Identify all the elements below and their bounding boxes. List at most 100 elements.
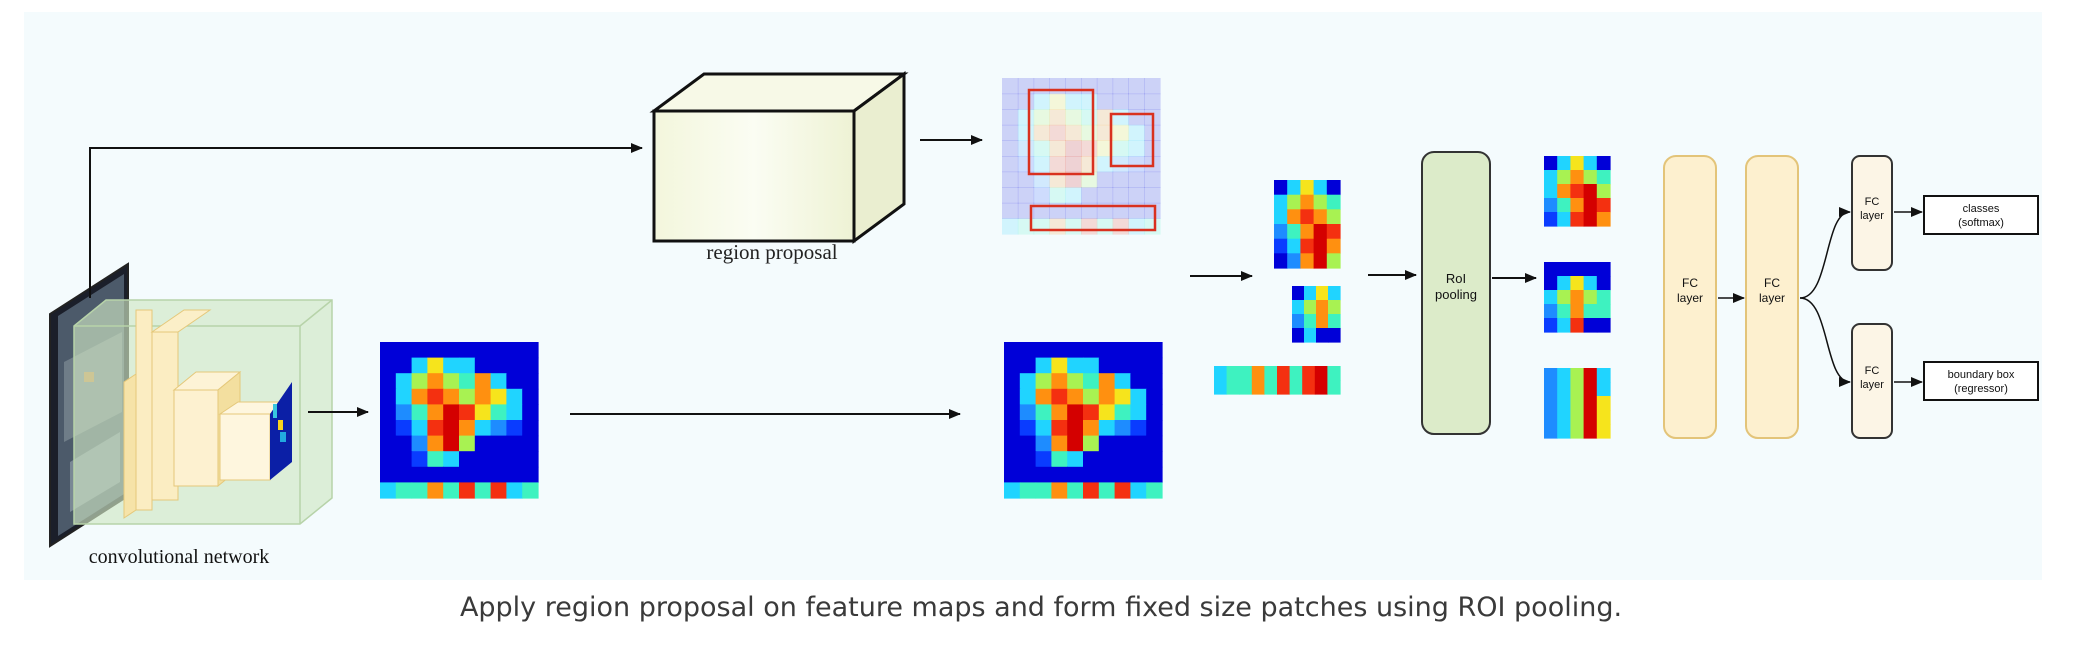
- patch-cell: [1570, 304, 1585, 319]
- heatmap-cell: [506, 466, 523, 483]
- heatmap-cell: [1049, 124, 1066, 141]
- heatmap-cell: [1019, 466, 1037, 483]
- heatmap-cell: [380, 420, 397, 437]
- heatmap-cell: [1114, 373, 1131, 390]
- patch-cell: [1544, 424, 1558, 439]
- patch-cell: [1557, 212, 1571, 227]
- heatmap-cell: [1051, 435, 1068, 452]
- heatmap-cell: [474, 451, 492, 468]
- heatmap-cell: [1033, 140, 1050, 157]
- heatmap-cell: [1067, 466, 1084, 483]
- patch-cell: [1583, 212, 1598, 227]
- heatmap-cell: [427, 373, 444, 390]
- heatmap-cell: [1067, 342, 1084, 359]
- heatmap-cell: [411, 451, 428, 468]
- heatmap-cell: [1096, 187, 1114, 204]
- heatmap-cell: [474, 435, 492, 452]
- heatmap-cell: [395, 388, 413, 405]
- heatmap-cell: [1002, 171, 1019, 188]
- patch-cell: [1274, 209, 1288, 225]
- patch-cell: [1544, 290, 1558, 305]
- heatmap-cell: [1144, 78, 1161, 95]
- heatmap-cell: [1081, 78, 1098, 95]
- fc-layer-1: FC layer: [1663, 155, 1717, 439]
- patch-cell: [1304, 328, 1317, 343]
- heatmap-cell: [1002, 93, 1019, 110]
- heatmap-cell: [522, 388, 539, 405]
- patch-cell: [1596, 318, 1611, 333]
- patch-cell: [1583, 410, 1598, 425]
- heatmap-cell: [490, 357, 507, 374]
- patch-cell: [1544, 276, 1558, 291]
- heatmap-cell: [1083, 435, 1100, 452]
- heatmap-cell: [1033, 93, 1050, 110]
- heatmap-cell: [1035, 482, 1052, 499]
- patch-cell: [1304, 314, 1317, 329]
- heatmap-cell: [1083, 342, 1100, 359]
- heatmap-cell: [1114, 435, 1131, 452]
- patch-cell: [1596, 170, 1611, 185]
- heatmap-cell: [1114, 482, 1131, 499]
- patch-cell: [1239, 366, 1253, 381]
- heatmap-cell: [1146, 420, 1163, 437]
- arrow-to-fc-top: [1799, 207, 1851, 299]
- heatmap-cell: [1051, 357, 1068, 374]
- heatmap-cell: [1146, 435, 1163, 452]
- heatmap-cell: [506, 404, 523, 421]
- heatmap-cell: [1035, 435, 1052, 452]
- heatmap-cell: [490, 466, 507, 483]
- patch-cell: [1316, 328, 1329, 343]
- heatmap-cell: [1098, 435, 1116, 452]
- patch-cell: [1544, 156, 1558, 171]
- heatmap-cell: [1096, 93, 1114, 110]
- heatmap-cell: [1019, 482, 1037, 499]
- heatmap-cell: [459, 373, 476, 390]
- heatmap-cell: [1002, 218, 1019, 235]
- heatmap-cell: [443, 373, 460, 390]
- heatmap-cell: [506, 451, 523, 468]
- heatmap-cell: [1083, 420, 1100, 437]
- patch-cell: [1544, 170, 1558, 185]
- patch-cell: [1327, 380, 1341, 395]
- patch-cell: [1316, 300, 1329, 315]
- heatmap-cell: [1035, 342, 1052, 359]
- classes-label-1: classes: [1963, 203, 2000, 215]
- heatmap-cell: [1033, 109, 1050, 126]
- heatmap-cell: [1130, 482, 1147, 499]
- patch-cell: [1557, 198, 1571, 213]
- patch-cell: [1326, 224, 1341, 240]
- region-proposal-block: region proposal: [649, 71, 909, 264]
- heatmap-cell: [1112, 93, 1129, 110]
- heatmap-cell: [1114, 404, 1131, 421]
- heatmap-cell: [474, 357, 492, 374]
- patch-cell: [1557, 290, 1571, 305]
- heatmap-cell: [1065, 78, 1082, 95]
- heatmap-cell: [1130, 420, 1147, 437]
- patch-cell: [1316, 314, 1329, 329]
- patch-cell: [1274, 224, 1288, 240]
- heatmap-cell: [411, 435, 428, 452]
- patch-cell: [1226, 380, 1240, 395]
- fc-layer-2: FC layer: [1745, 155, 1799, 439]
- patch-cell: [1596, 410, 1611, 425]
- proposal-box-1: [1027, 88, 1095, 176]
- patch-cell: [1583, 276, 1598, 291]
- patch-cell: [1214, 366, 1228, 381]
- heatmap-cell: [459, 357, 476, 374]
- heatmap-cell: [443, 420, 460, 437]
- patch-cell: [1583, 156, 1598, 171]
- heatmap-cell: [1033, 156, 1050, 173]
- heatmap-cell: [1130, 357, 1147, 374]
- heatmap-cell: [411, 466, 428, 483]
- heatmap-cell: [474, 388, 492, 405]
- heatmap-cell: [1081, 109, 1098, 126]
- proposal-box-2: [1109, 112, 1155, 168]
- heatmap-cell: [1098, 388, 1116, 405]
- patch-cell: [1557, 396, 1571, 411]
- heatmap-cell: [1112, 109, 1129, 126]
- patch-cell: [1300, 194, 1315, 210]
- heatmap-cell: [1049, 140, 1066, 157]
- heatmap-cell: [1067, 357, 1084, 374]
- heatmap-cell: [395, 373, 413, 390]
- heatmap-cell: [1114, 357, 1131, 374]
